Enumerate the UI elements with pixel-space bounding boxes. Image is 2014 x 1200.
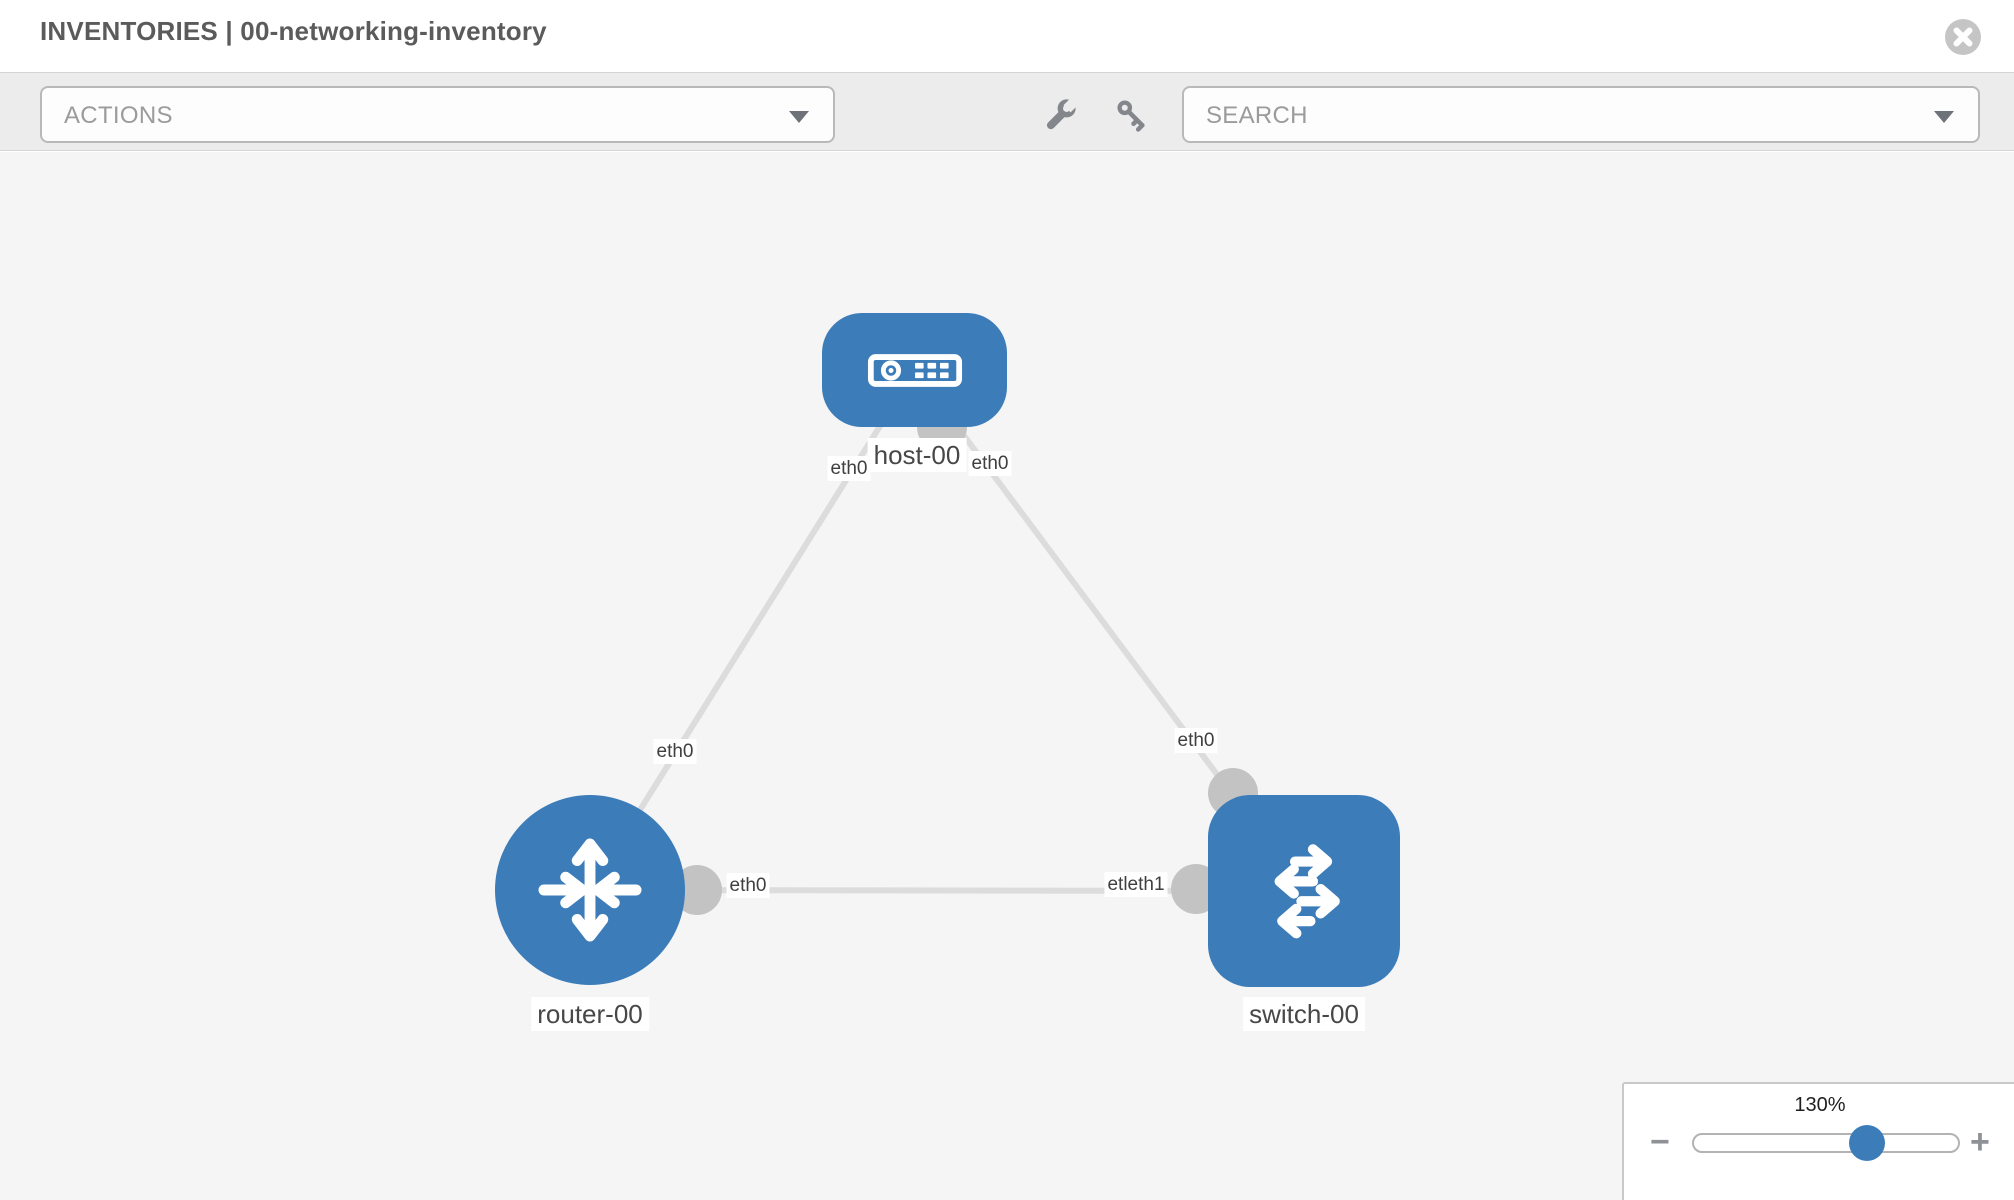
topology-canvas[interactable]: host-00 router-00 switch-00 eth0 eth0 et… [0, 152, 2014, 1200]
switch-icon [1274, 844, 1340, 939]
node-label-router: router-00 [531, 997, 649, 1031]
node-label-switch: switch-00 [1243, 997, 1365, 1031]
page-title: INVENTORIES | 00-networking-inventory [40, 16, 547, 46]
server-icon [867, 353, 962, 387]
zoom-in-button[interactable]: + [1970, 1123, 1990, 1161]
zoom-slider-track[interactable] [1692, 1125, 1960, 1161]
node-label-host: host-00 [867, 438, 967, 472]
interface-label: etleth1 [1104, 872, 1168, 897]
interface-label: eth0 [827, 456, 871, 481]
interface-label: eth0 [726, 873, 770, 898]
wrench-icon [1046, 93, 1083, 130]
toolbar: ACTIONS SEARCH [0, 72, 2014, 151]
key-tool-button[interactable] [1116, 99, 1149, 135]
interface-connector-router[interactable] [672, 865, 722, 915]
zoom-control-panel: 130% − + [1622, 1082, 2014, 1200]
chevron-down-icon [1934, 111, 1954, 123]
node-switch-00[interactable] [1208, 795, 1400, 987]
close-button[interactable] [1944, 18, 1982, 56]
search-dropdown[interactable]: SEARCH [1182, 86, 1980, 143]
topology-graph [587, 367, 1307, 915]
router-icon [538, 838, 642, 942]
interface-label: eth0 [1174, 728, 1218, 753]
zoom-slider-handle[interactable] [1849, 1125, 1885, 1161]
node-host-00[interactable] [822, 313, 1007, 427]
interface-label: eth0 [968, 451, 1012, 476]
node-router-00[interactable] [495, 795, 685, 985]
interface-label: eth0 [653, 739, 697, 764]
chevron-down-icon [789, 111, 809, 123]
actions-dropdown-label: ACTIONS [64, 102, 173, 129]
close-icon [1945, 19, 1981, 55]
header: INVENTORIES | 00-networking-inventory [0, 0, 2014, 72]
wrench-tool-button[interactable] [1043, 93, 1083, 135]
zoom-out-button[interactable]: − [1650, 1123, 1670, 1161]
search-dropdown-label: SEARCH [1206, 102, 1308, 129]
zoom-level-label: 130% [1794, 1094, 1846, 1116]
key-icon [1117, 100, 1145, 132]
actions-dropdown[interactable]: ACTIONS [40, 86, 835, 143]
